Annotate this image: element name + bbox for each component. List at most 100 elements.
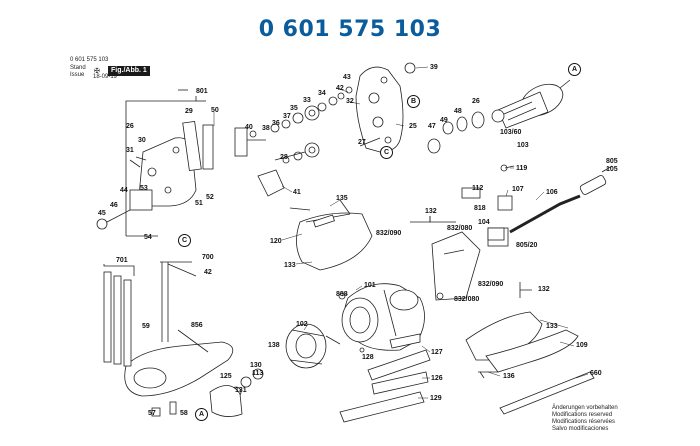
motor-housing-group xyxy=(338,283,425,351)
part-label: 42 xyxy=(204,269,212,276)
switch-group xyxy=(431,227,505,301)
note-line: Salvo modificaciones xyxy=(552,426,609,432)
field-coil-group xyxy=(285,323,341,369)
part-label: 132 xyxy=(538,286,550,293)
part-label: 818 xyxy=(474,205,486,212)
part-label: 113 xyxy=(252,370,264,377)
part-label: 46 xyxy=(110,202,118,209)
part-label: 119 xyxy=(516,165,528,172)
part-label: 106 xyxy=(546,189,558,196)
guide-rails-group xyxy=(339,333,431,423)
gearbox-housing-group xyxy=(355,62,416,153)
header-stand-value: 18-09-19 xyxy=(93,74,118,80)
callout-circle: A xyxy=(568,63,581,76)
part-label: 660 xyxy=(590,370,602,377)
part-label: 138 xyxy=(268,342,280,349)
part-label: 135 xyxy=(336,195,348,202)
side-cover-group xyxy=(465,311,595,415)
part-label: 856 xyxy=(191,322,203,329)
part-label: 39 xyxy=(430,64,438,71)
note-line: Änderungen vorbehalten xyxy=(552,405,618,411)
part-label: 136 xyxy=(503,373,515,380)
part-label: 58 xyxy=(180,410,188,417)
shoe-group xyxy=(124,261,264,417)
part-label: 805 xyxy=(606,158,618,165)
part-label: 109 xyxy=(576,342,588,349)
part-label: 107 xyxy=(512,186,524,193)
part-label: 701 xyxy=(116,257,128,264)
part-label: 102 xyxy=(296,321,308,328)
callout-circle: A xyxy=(195,408,208,421)
left-bracket-lines xyxy=(125,89,206,237)
armature-group xyxy=(427,79,571,154)
upper-cover-group xyxy=(289,199,373,271)
part-label: 45 xyxy=(98,210,106,217)
part-label: 832/090 xyxy=(376,230,402,237)
part-label: 32 xyxy=(346,98,354,105)
part-label: 47 xyxy=(428,123,436,130)
part-label: 37 xyxy=(283,113,291,120)
figure-tag: Fig./Abb. 1 xyxy=(108,66,150,76)
part-label: 888 xyxy=(336,291,348,298)
part-label: 129 xyxy=(430,395,442,402)
header-part-number: 0 601 575 103 xyxy=(70,57,109,63)
part-label: 38 xyxy=(262,125,270,132)
part-label: 57 xyxy=(148,410,156,417)
part-label: 103/60 xyxy=(500,129,522,136)
part-label: 41 xyxy=(293,189,301,196)
part-label: 35 xyxy=(290,105,298,112)
part-label: 120 xyxy=(270,238,282,245)
part-label: 48 xyxy=(454,108,462,115)
part-label: 52 xyxy=(206,194,214,201)
part-label: 53 xyxy=(140,185,148,192)
part-label: 104 xyxy=(478,219,490,226)
gear-train-group xyxy=(234,86,353,197)
part-label: 101 xyxy=(364,282,376,289)
part-label: 832/080 xyxy=(447,225,473,232)
part-label: 128 xyxy=(362,354,374,361)
saw-blades-group xyxy=(103,264,135,367)
part-label: 54 xyxy=(144,234,152,241)
base-plate-group xyxy=(96,120,214,230)
part-label: 50 xyxy=(211,107,219,114)
part-label: 25 xyxy=(409,123,417,130)
modification-notes: Änderungen vorbehalten Modifications res… xyxy=(552,405,618,433)
part-label: 832/090 xyxy=(478,281,504,288)
cable-group xyxy=(461,164,613,247)
part-label: 132 xyxy=(425,208,437,215)
callout-circle: C xyxy=(380,146,393,159)
part-label: 27 xyxy=(358,139,366,146)
part-label: 26 xyxy=(126,123,134,130)
part-label: 34 xyxy=(318,90,326,97)
part-label: 805/20 xyxy=(516,242,538,249)
part-label: 43 xyxy=(343,74,351,81)
part-label: 29 xyxy=(185,108,193,115)
part-label: 40 xyxy=(245,124,253,131)
callout-circle: C xyxy=(178,234,191,247)
part-label: 42 xyxy=(336,85,344,92)
part-label: 51 xyxy=(195,200,203,207)
part-label: 133 xyxy=(546,323,558,330)
switch-bracket-lines xyxy=(410,216,532,298)
part-label: 28 xyxy=(280,154,288,161)
part-label: 36 xyxy=(272,120,280,127)
header-issue-label: Issue xyxy=(70,72,85,78)
part-label: 131 xyxy=(235,387,247,394)
part-label: 105 xyxy=(606,166,618,173)
note-line: Modifications reserved xyxy=(552,412,613,418)
part-label: 49 xyxy=(440,117,448,124)
part-label: 126 xyxy=(431,375,443,382)
part-label: 26 xyxy=(472,98,480,105)
part-label: 31 xyxy=(126,147,134,154)
part-label: 125 xyxy=(220,373,232,380)
document-title: 0 601 575 103 xyxy=(258,17,442,42)
part-label: 59 xyxy=(142,323,150,330)
part-label: 801 xyxy=(196,88,208,95)
part-label: 33 xyxy=(303,97,311,104)
part-label: 700 xyxy=(202,254,214,261)
part-label: 832/080 xyxy=(454,296,480,303)
part-label: 127 xyxy=(431,349,443,356)
callout-circle: B xyxy=(407,95,420,108)
